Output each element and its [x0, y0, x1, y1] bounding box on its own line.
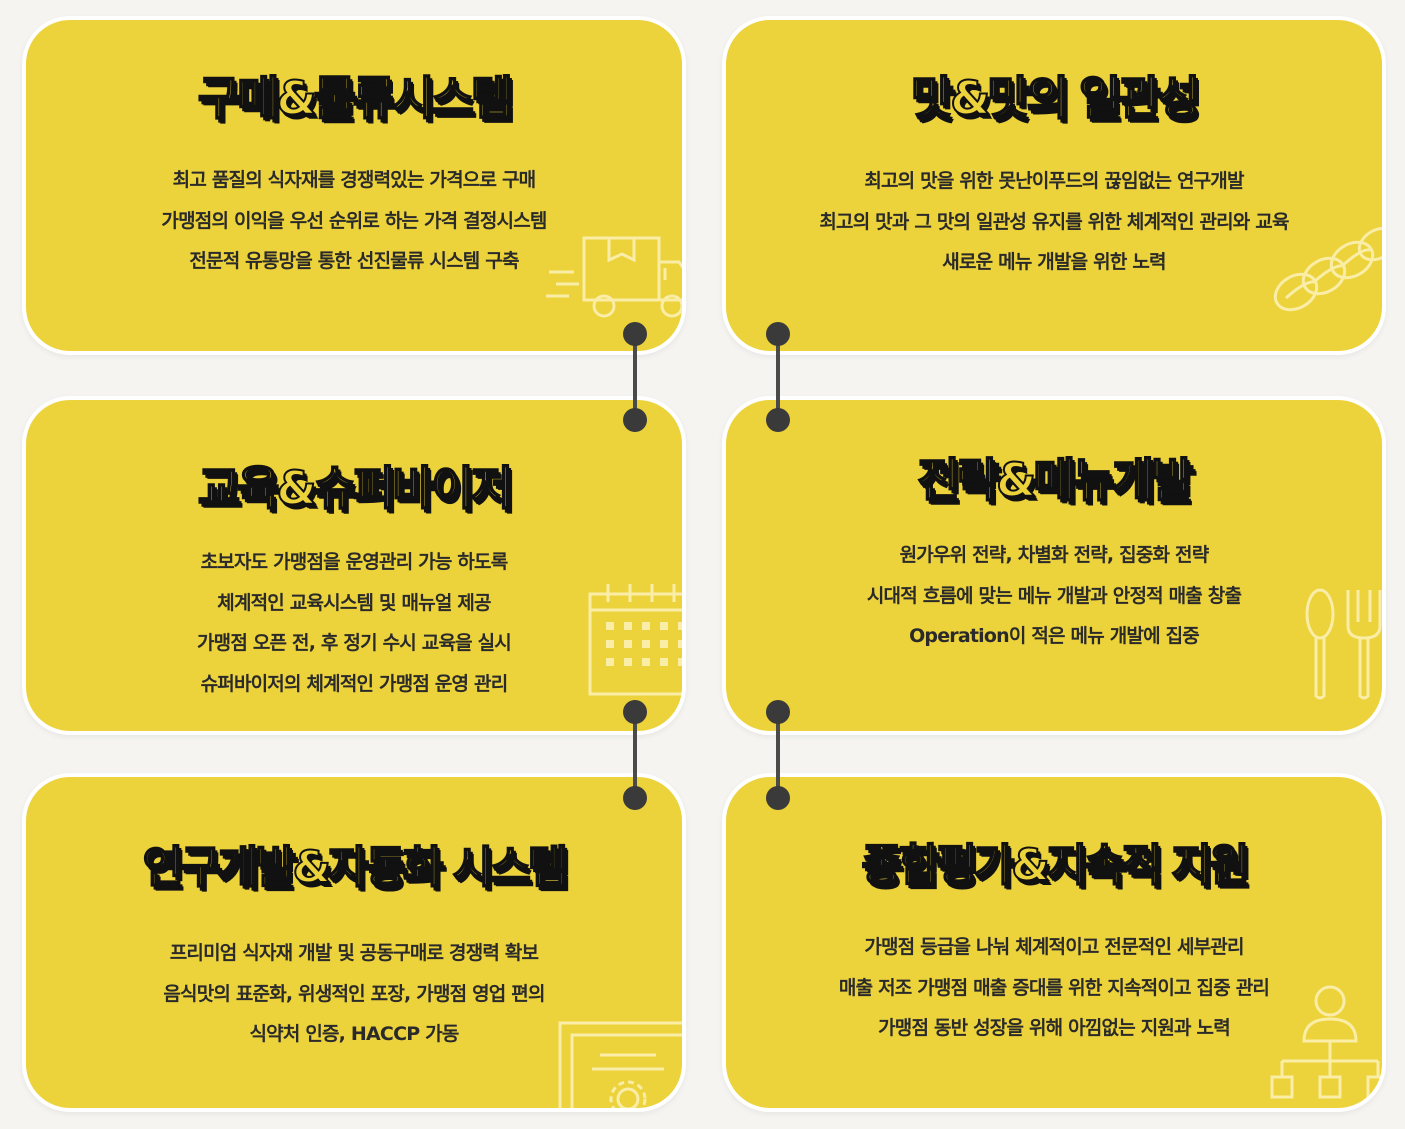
description-line: 원가우위 전략, 차별화 전략, 집중화 전략: [899, 544, 1210, 566]
connector-line: [776, 712, 780, 798]
card-title: 교육&슈퍼바이저: [197, 460, 514, 516]
description-line: 매출 저조 가맹점 매출 증대를 위한 지속적이고 집중 관리: [838, 976, 1270, 999]
connector-dot: [623, 408, 647, 432]
description-line: 최고 품질의 식자재를 경쟁력있는 가격으로 구매: [172, 169, 536, 191]
description-line: 전문적 유통망을 통한 선진물류 시스템 구축: [189, 250, 519, 272]
connector-line: [633, 712, 637, 798]
description-line: 프리미엄 식자재 개발 및 공동구매로 경쟁력 확보: [169, 942, 539, 964]
card-evaluation-support: 종합평가&지속적 지원 가맹점 등급을 나눠 체계적이고 전문적인 세부관리 매…: [722, 773, 1386, 1112]
card-title: 종합평가&지속적 지원: [860, 839, 1250, 892]
card-training-supervisor: 교육&슈퍼바이저 초보자도 가맹점을 운영관리 가능 하도록 체계적인 교육시스…: [22, 396, 686, 735]
card-rnd-automation: 연구개발&자동화 시스템 프리미엄 식자재 개발 및 공동구매로 경쟁력 확보 …: [22, 773, 686, 1112]
description-line: 슈퍼바이저의 체계적인 가맹점 운영 관리: [200, 672, 509, 695]
connector-dot: [766, 322, 790, 346]
description-line: 시대적 흐름에 맞는 메뉴 개발과 안정적 매출 창출: [866, 584, 1242, 607]
connector-dot: [766, 408, 790, 432]
description-line: 가맹점 동반 성장을 위해 아낌없는 지원과 노력: [878, 1017, 1231, 1039]
org-chart-icon: [1270, 985, 1382, 1099]
card-description: 가맹점 등급을 나눠 체계적이고 전문적인 세부관리 매출 저조 가맹점 매출 …: [726, 927, 1382, 1049]
connector-line: [776, 334, 780, 420]
card-title: 맛&맛의 일관성: [910, 70, 1201, 126]
card-description: 초보자도 가맹점을 운영관리 가능 하도록 체계적인 교육시스템 및 매뉴얼 제…: [26, 542, 682, 704]
twisted-bread-icon: [1273, 226, 1382, 312]
connector-dot: [623, 322, 647, 346]
description-line: 초보자도 가맹점을 운영관리 가능 하도록: [200, 551, 509, 573]
card-title: 전략&메뉴개발: [916, 452, 1194, 508]
delivery-truck-icon: [546, 236, 682, 318]
description-line: 최고의 맛을 위한 못난이푸드의 끊임없는 연구개발: [864, 170, 1244, 192]
description-line: 가맹점 오픈 전, 후 정기 수시 교육을 실시: [196, 632, 512, 654]
connector-dot: [623, 700, 647, 724]
description-line: 가맹점 등급을 나눠 체계적이고 전문적인 세부관리: [864, 936, 1244, 958]
card-title: 연구개발&자동화 시스템: [142, 841, 570, 894]
description-line: 체계적인 교육시스템 및 매뉴얼 제공: [217, 591, 491, 614]
card-purchasing-logistics: 구매&물류시스템 최고 품질의 식자재를 경쟁력있는 가격으로 구매 가맹점의 …: [22, 16, 686, 355]
certificate-icon: [558, 1021, 682, 1108]
description-line: 가맹점의 이익을 우선 순위로 하는 가격 결정시스템: [161, 209, 547, 232]
card-description: 프리미엄 식자재 개발 및 공동구매로 경쟁력 확보 음식맛의 표준화, 위생적…: [26, 933, 682, 1055]
description-line: 식약처 인증, HACCP 가동: [249, 1023, 459, 1045]
calendar-icon: [588, 584, 682, 696]
connector-dot: [623, 786, 647, 810]
description-line: 음식맛의 표준화, 위생적인 포장, 가맹점 영업 편의: [163, 982, 545, 1005]
card-description: 원가우위 전략, 차별화 전략, 집중화 전략 시대적 흐름에 맞는 메뉴 개발…: [726, 535, 1382, 657]
description-line: 최고의 맛과 그 맛의 일관성 유지를 위한 체계적인 관리와 교육: [819, 210, 1289, 233]
card-description: 최고의 맛을 위한 못난이푸드의 끊임없는 연구개발 최고의 맛과 그 맛의 일…: [726, 161, 1382, 283]
card-title: 구매&물류시스템: [197, 70, 514, 126]
card-taste-consistency: 맛&맛의 일관성 최고의 맛을 위한 못난이푸드의 끊임없는 연구개발 최고의 …: [722, 16, 1386, 355]
connector-dot: [766, 700, 790, 724]
connector-dot: [766, 786, 790, 810]
connector-line: [633, 334, 637, 420]
description-line: Operation이 적은 메뉴 개발에 집중: [909, 625, 1200, 647]
card-description: 최고 품질의 식자재를 경쟁력있는 가격으로 구매 가맹점의 이익을 우선 순위…: [26, 160, 682, 282]
description-line: 새로운 메뉴 개발을 위한 노력: [942, 251, 1166, 273]
card-strategy-menu: 전략&메뉴개발 원가우위 전략, 차별화 전략, 집중화 전략 시대적 흐름에 …: [722, 396, 1386, 735]
spoon-fork-icon: [1305, 588, 1382, 700]
